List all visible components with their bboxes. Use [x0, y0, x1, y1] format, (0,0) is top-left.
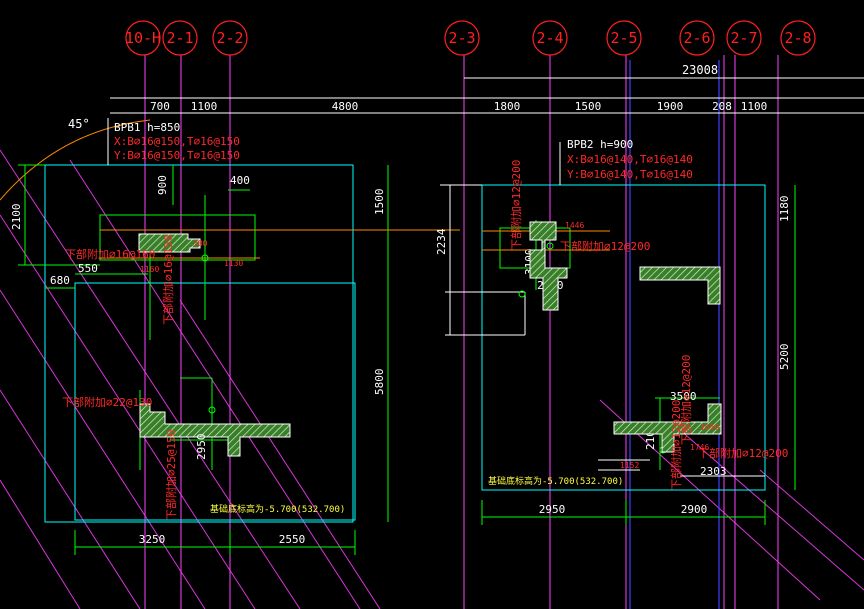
axis-bubble — [162, 20, 198, 56]
bpb2-dim: 2950 — [539, 503, 566, 516]
dim-total: 23008 — [682, 63, 718, 77]
bpb2-x-rebar: X:B⌀16@140,T⌀16@140 — [567, 153, 693, 166]
bpb1-title: BPB1 h=850 — [114, 121, 180, 134]
bpb1-elevation: 基础底标高为-5.700(532.700) — [210, 503, 345, 515]
bpb1-note: 下部附加⌀16@160 — [65, 247, 155, 261]
top-dimension-chain: 23008 700 1100 4800 1800 1500 1900 208 1… — [110, 63, 864, 114]
bpb2-dim: 3500 — [670, 390, 697, 403]
dim-segment: 1500 — [575, 100, 602, 113]
bpb2-small: 1152 — [620, 461, 639, 470]
axis-label: 2-2 — [216, 29, 243, 47]
axis-bubble — [212, 20, 248, 56]
bpb2-title: BPB2 h=900 — [567, 138, 633, 151]
bpb2-note: 下部附加⌀12@200 — [560, 239, 650, 253]
axis-label: 2-8 — [784, 29, 811, 47]
angle-label: 45° — [68, 117, 90, 131]
dim-segment: 1100 — [741, 100, 768, 113]
bpb2-dim: 1180 — [778, 196, 791, 223]
bpb2-wall — [613, 403, 722, 453]
bpb1-small: 300 — [193, 239, 208, 248]
bpb1-dim: 3250 — [139, 533, 166, 546]
axis-label: 2-5 — [610, 29, 637, 47]
axis-label: 2-6 — [683, 29, 710, 47]
bpb1-x-rebar: X:B⌀16@150,T⌀16@150 — [114, 135, 240, 148]
bpb1-dim: 2100 — [10, 204, 23, 231]
bpb2-wall — [639, 266, 721, 305]
axis-bubble — [726, 20, 762, 56]
axis-label: 10-H — [125, 29, 161, 47]
bpb2-small: 1050 — [700, 423, 719, 432]
axis-bubbles: 10-H 2-1 2-2 2-3 2-4 2-5 2-6 2-7 2-8 — [125, 20, 816, 56]
bpb1-y-rebar: Y:B⌀16@150,T⌀16@150 — [114, 149, 240, 162]
bpb1-small: 1160 — [140, 265, 159, 274]
bpb2-plate: BPB2 h=900 X:B⌀16@140,T⌀16@140 Y:B⌀16@14… — [435, 138, 796, 525]
bpb1-dim: 5800 — [373, 369, 386, 396]
bpb2-note: 下部附加⌀12@200 — [509, 160, 523, 250]
bpb1-plate: BPB1 h=850 X:B⌀16@150,T⌀16@150 Y:B⌀16@15… — [10, 118, 460, 555]
bpb1-outline — [44, 164, 354, 523]
bpb2-outline — [481, 184, 766, 491]
bpb1-dim: 680 — [50, 274, 70, 287]
bpb1-dim: 900 — [156, 175, 169, 195]
axis-bubble — [606, 20, 642, 56]
dim-segment: 700 — [150, 100, 170, 113]
dim-segment: 1900 — [657, 100, 684, 113]
dim-segment: 4800 — [332, 100, 359, 113]
axis-bubble — [780, 20, 816, 56]
bpb2-note: 下部附加⌀12@200 — [669, 400, 683, 490]
diagonal-grid-lines — [0, 149, 864, 609]
bpb2-wall — [529, 221, 568, 311]
bpb2-dim: 2900 — [681, 503, 708, 516]
bpb1-note: 下部附加⌀25@150 — [164, 430, 178, 520]
bpb1-small: 1130 — [224, 259, 243, 268]
bpb1-dim: 550 — [78, 262, 98, 275]
bpb1-dim: 2550 — [279, 533, 306, 546]
bpb2-note: 下部附加⌀12@200 — [679, 355, 693, 445]
dim-segment: 1800 — [494, 100, 521, 113]
bpb1-dim: 400 — [230, 174, 250, 187]
bpb1-note: 下部附加⌀22@130 — [62, 395, 152, 409]
axis-bubble — [125, 20, 161, 56]
bpb1-wall — [138, 233, 201, 253]
bpb2-dim: 5200 — [778, 344, 791, 371]
axis-bubble — [444, 20, 480, 56]
dim-segment: 1100 — [191, 100, 218, 113]
bpb2-dim: 2303 — [700, 465, 727, 478]
axis-lines — [144, 55, 779, 609]
bpb2-y-rebar: Y:B⌀16@140,T⌀16@140 — [567, 168, 693, 181]
dim-segment: 208 — [712, 100, 732, 113]
axis-label: 2-1 — [166, 29, 193, 47]
bpb1-note: 下部附加⌀16@150 — [161, 235, 175, 325]
bpb1-dim: 2950 — [195, 434, 208, 461]
bpb2-small: 1746 — [690, 443, 709, 452]
bpb1-wall — [139, 403, 291, 457]
bpb2-small: 1446 — [565, 221, 584, 230]
bpb2-note: 下部附加⌀12@200 — [698, 446, 788, 460]
axis-label: 2-7 — [730, 29, 757, 47]
bpb2-dim: 2234 — [435, 228, 448, 255]
bpb2-elevation: 基础底标高为-5.700(532.700) — [488, 475, 623, 487]
axis-label: 2-3 — [448, 29, 475, 47]
arc-line — [0, 119, 151, 201]
bpb1-inner-outline — [74, 282, 356, 521]
axis-label: 2-4 — [536, 29, 563, 47]
axis-bubble — [679, 20, 715, 56]
bpb1-dim: 1500 — [373, 189, 386, 216]
axis-bubble — [532, 20, 568, 56]
